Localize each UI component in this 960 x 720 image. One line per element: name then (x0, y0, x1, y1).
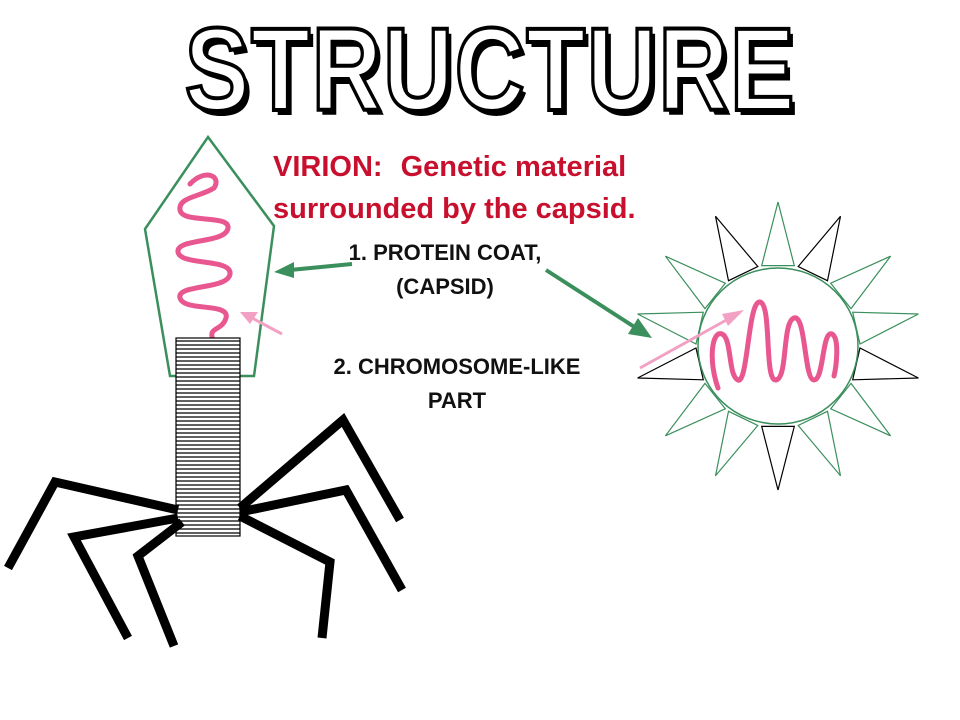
capsid-spike (760, 201, 796, 267)
phage-tail-fibers (4, 413, 406, 648)
virion-text-1: Genetic material (400, 151, 627, 183)
virion-definition: VIRION: Genetic material surrounded by th… (273, 146, 793, 230)
phage-tail-stripes (176, 340, 240, 534)
capsid-spike (714, 215, 759, 282)
protein-coat-label-line-2: (CAPSID) (396, 274, 494, 299)
capsid-spike (851, 347, 919, 381)
protein-coat-label-line-1: 1. PROTEIN COAT, (348, 240, 542, 265)
virion-text-2: surrounded by the capsid. (273, 193, 636, 225)
arrow-head-sphere-capsid (628, 318, 652, 338)
arrow-head-sphere-dna (722, 310, 744, 326)
chromosome-label-line-2: PART (427, 388, 487, 413)
arrow-head-phage-capsid (274, 262, 294, 278)
capsid-spike (797, 215, 842, 282)
capsid-spike (851, 311, 919, 345)
phage-genetic-material (175, 172, 233, 345)
capsid-spike (664, 255, 727, 310)
capsid-spike (829, 255, 892, 310)
capsid-spike (714, 410, 759, 477)
capsid-spike (797, 410, 842, 477)
protein-coat-label: 1. PROTEIN COAT, (CAPSID) (300, 236, 590, 304)
spherical-virus (637, 201, 919, 491)
arrow-to-phage-dna (251, 316, 283, 336)
capsid-spike (829, 382, 892, 437)
sphere-capsid-spikes (637, 201, 919, 491)
arrow-to-sphere-dna (639, 316, 731, 370)
sphere-genetic-material (709, 299, 840, 391)
arrow-to-sphere-capsid (544, 268, 638, 330)
virion-label: VIRION: (273, 151, 383, 183)
arrow-to-phage-capsid (289, 262, 353, 272)
capsid-spike (664, 382, 727, 437)
virion-line-1: VIRION: Genetic material (273, 146, 793, 188)
capsid-spike (760, 425, 796, 491)
sphere-capsid-body (697, 267, 859, 425)
chromosome-label-line-1: 2. CHROMOSOME-LIKE (333, 354, 581, 379)
page-title: STRUCTURE (183, 2, 797, 138)
arrow-head-phage-dna (240, 312, 258, 324)
chromosome-like-part-label: 2. CHROMOSOME-LIKE PART (272, 350, 642, 418)
